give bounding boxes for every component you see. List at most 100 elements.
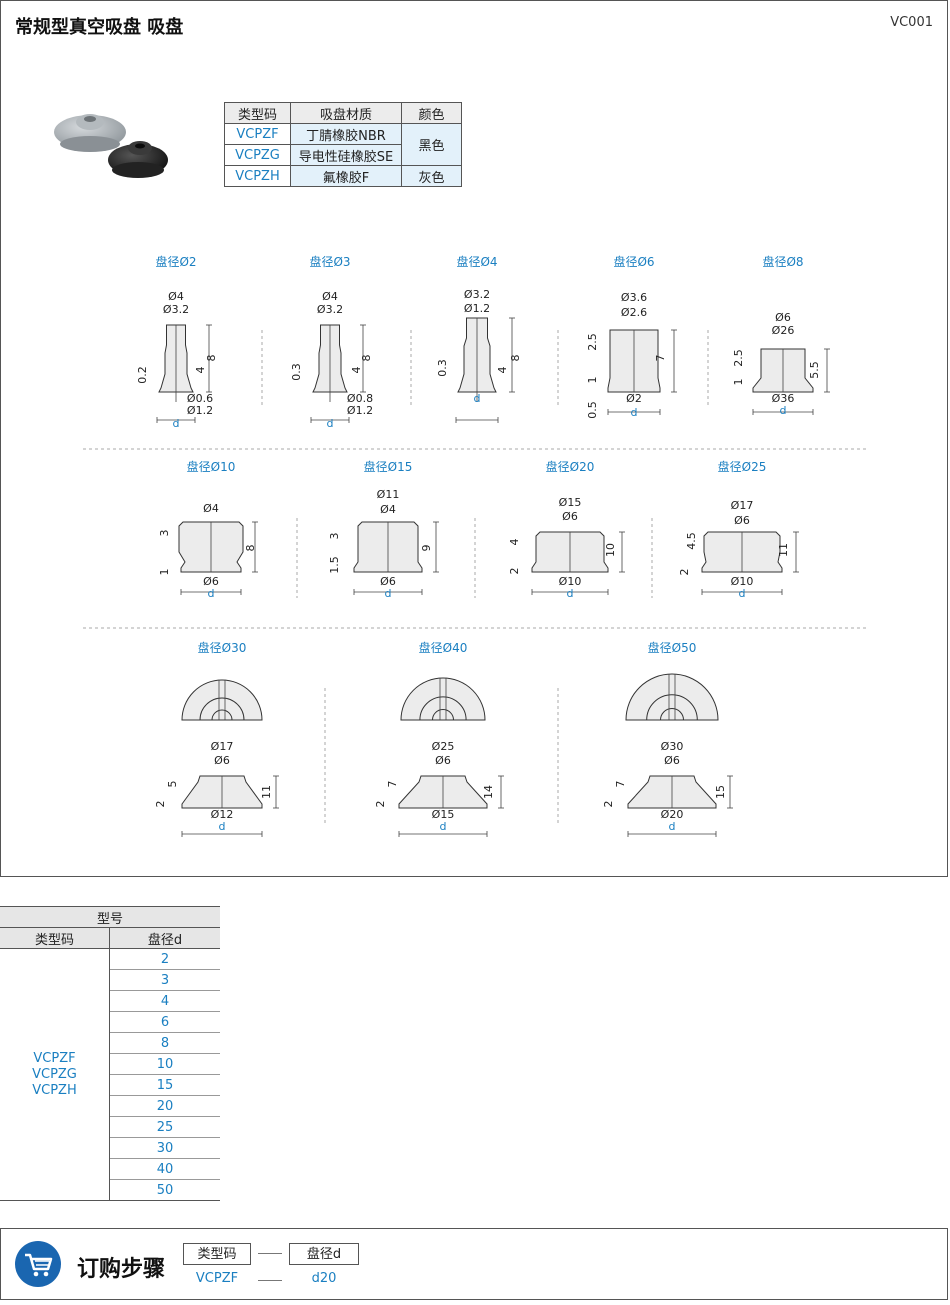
dimension-label: 0.5 bbox=[586, 401, 599, 419]
drawing-title: 盘径Ø8 bbox=[762, 254, 803, 269]
selection-type-codes: VCPZF VCPZG VCPZH bbox=[0, 948, 110, 1201]
dimension-label: 4 bbox=[496, 367, 509, 374]
dimension-label: 3 bbox=[328, 533, 341, 540]
material-name: 氟橡胶F bbox=[290, 165, 402, 187]
dimension-label: 2.5 bbox=[732, 349, 745, 367]
drawing-title: 盘径Ø4 bbox=[456, 254, 497, 269]
order-steps: 订购步骤 类型码 盘径d VCPZF d20 bbox=[0, 1228, 948, 1300]
dimension-label: 10 bbox=[604, 543, 617, 557]
order-step-separator bbox=[258, 1253, 282, 1254]
dimension-label: Ø0.6 bbox=[187, 392, 213, 405]
diameter-cell: 15 bbox=[109, 1074, 220, 1096]
type-code: VCPZG bbox=[32, 1066, 77, 1082]
dimension-label: Ø20 bbox=[661, 808, 684, 821]
cart-icon bbox=[15, 1241, 61, 1287]
dimension-label: 8 bbox=[205, 355, 218, 362]
dimension-label: Ø4 bbox=[322, 290, 338, 303]
selection-table: 型号 类型码 盘径d VCPZF VCPZG VCPZH 2 3 4 6 8 1… bbox=[0, 906, 220, 1201]
material-color: 灰色 bbox=[401, 165, 462, 187]
dimension-label: 1 bbox=[732, 379, 745, 386]
material-type: VCPZH bbox=[224, 165, 291, 187]
dimension-label: Ø15 bbox=[559, 496, 582, 509]
drawing-title: 盘径Ø15 bbox=[364, 459, 413, 474]
dimension-label: d bbox=[780, 404, 787, 417]
suction-cup-photo bbox=[54, 114, 168, 178]
dimension-label: d bbox=[173, 417, 180, 430]
dimension-label: 4.5 bbox=[685, 532, 698, 550]
type-code: VCPZH bbox=[32, 1082, 77, 1098]
order-step-type: 类型码 bbox=[183, 1243, 251, 1265]
diameter-cell: 4 bbox=[109, 990, 220, 1012]
dimension-label: 7 bbox=[614, 781, 627, 788]
order-example-separator bbox=[258, 1280, 282, 1281]
dimension-label: 2 bbox=[508, 568, 521, 575]
dimension-label: d bbox=[219, 820, 226, 833]
dimension-label: 4 bbox=[194, 367, 207, 374]
dimension-label: Ø10 bbox=[731, 575, 754, 588]
dimension-label: d bbox=[567, 587, 574, 600]
dimension-label: 1.5 bbox=[328, 556, 341, 574]
dimension-label: 8 bbox=[360, 355, 373, 362]
dimension-label: 0.3 bbox=[290, 363, 303, 381]
dimension-label: Ø6 bbox=[435, 754, 451, 767]
dimension-label: Ø12 bbox=[211, 808, 234, 821]
dimension-label: 2.5 bbox=[586, 333, 599, 351]
drawing-title: 盘径Ø2 bbox=[155, 254, 196, 269]
dimension-label: Ø2.6 bbox=[621, 306, 647, 319]
type-code: VCPZF bbox=[33, 1050, 76, 1066]
dimension-label: Ø3.2 bbox=[464, 288, 490, 301]
dimension-label: 0.3 bbox=[436, 359, 449, 377]
dimension-label: Ø4 bbox=[203, 502, 219, 515]
dimension-label: Ø3.6 bbox=[621, 291, 647, 304]
dimension-label: Ø1.2 bbox=[464, 302, 490, 315]
material-type: VCPZG bbox=[224, 144, 291, 166]
dimension-label: 2 bbox=[602, 801, 615, 808]
dimension-label: d bbox=[440, 820, 447, 833]
dimension-label: d bbox=[385, 587, 392, 600]
drawing-title: 盘径Ø30 bbox=[198, 640, 247, 655]
dimension-label: 14 bbox=[482, 785, 495, 799]
dimension-label: 11 bbox=[260, 785, 273, 799]
dimension-label: Ø30 bbox=[661, 740, 684, 753]
material-header-type: 类型码 bbox=[224, 102, 291, 124]
dimension-label: Ø1.2 bbox=[347, 404, 373, 417]
dimension-label: d bbox=[631, 406, 638, 419]
dimension-label: 4 bbox=[508, 539, 521, 546]
dimension-label: 5.5 bbox=[808, 361, 821, 379]
dimension-label: Ø36 bbox=[772, 392, 795, 405]
drawing-title: 盘径Ø3 bbox=[309, 254, 350, 269]
dimension-label: Ø25 bbox=[432, 740, 455, 753]
diameter-cell: 2 bbox=[109, 948, 220, 970]
dimension-label: d bbox=[327, 417, 334, 430]
dimension-label: Ø3.2 bbox=[163, 303, 189, 316]
dimension-label: Ø2 bbox=[626, 392, 642, 405]
dimension-label: d bbox=[208, 587, 215, 600]
diameter-cell: 30 bbox=[109, 1137, 220, 1159]
dimension-label: Ø11 bbox=[377, 488, 400, 501]
dimension-label: 9 bbox=[420, 545, 433, 552]
dimension-label: Ø0.8 bbox=[347, 392, 373, 405]
diameter-cell: 3 bbox=[109, 969, 220, 991]
dimension-label: Ø6 bbox=[203, 575, 219, 588]
product-code: VC001 bbox=[890, 15, 933, 30]
material-name: 丁腈橡胶NBR bbox=[290, 123, 402, 145]
dimension-label: 2 bbox=[374, 801, 387, 808]
dimension-label: Ø6 bbox=[734, 514, 750, 527]
dimension-label: Ø1.2 bbox=[187, 404, 213, 417]
dimension-label: d bbox=[474, 392, 481, 405]
dimension-label: Ø4 bbox=[168, 290, 184, 303]
dimension-label: Ø17 bbox=[731, 499, 754, 512]
dimension-label: Ø6 bbox=[664, 754, 680, 767]
dimension-label: 2 bbox=[678, 569, 691, 576]
drawing-title: 盘径Ø10 bbox=[187, 459, 236, 474]
dimension-label: d bbox=[669, 820, 676, 833]
selection-col-d: 盘径d bbox=[109, 927, 220, 949]
drawing-title: 盘径Ø40 bbox=[419, 640, 468, 655]
drawing-title: 盘径Ø50 bbox=[648, 640, 697, 655]
dimension-label: Ø6 bbox=[214, 754, 230, 767]
order-step-diameter: 盘径d bbox=[289, 1243, 359, 1265]
dimension-label: 1 bbox=[586, 377, 599, 384]
dimension-label: Ø17 bbox=[211, 740, 234, 753]
dimension-label: 3 bbox=[158, 530, 171, 537]
